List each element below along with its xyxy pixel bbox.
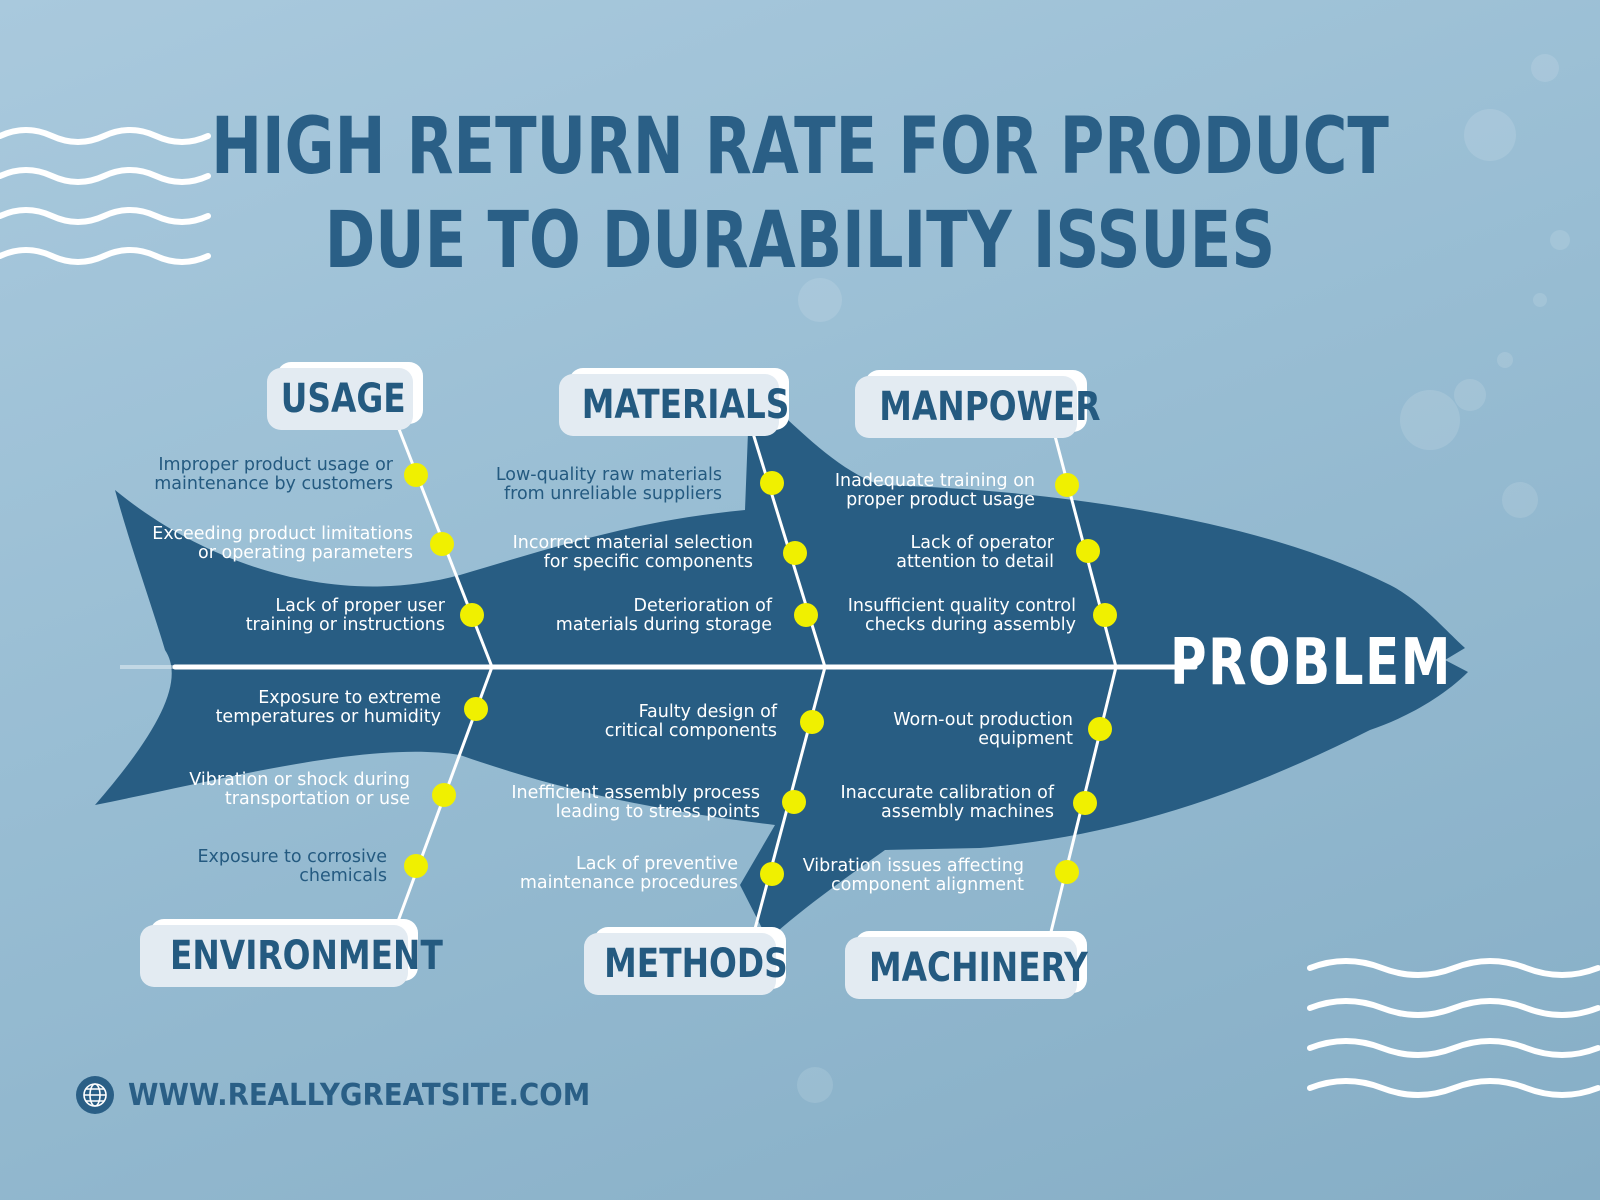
- fish-bones: [395, 423, 1118, 941]
- problem-label: PROBLEM: [1170, 626, 1453, 700]
- cause-dot: [460, 603, 484, 627]
- cause-text: Vibration issues affecting component ali…: [802, 856, 1024, 895]
- cause-text: Inefficient assembly process leading to …: [511, 783, 760, 822]
- wave-decoration-bottom-right: [1307, 958, 1600, 1098]
- cause-dot: [1055, 473, 1079, 497]
- cause-text: Lack of preventive maintenance procedure…: [519, 854, 738, 893]
- cause-text: Exceeding product limitations or operati…: [152, 524, 413, 563]
- page-title-line-2: DUE TO DURABILITY ISSUES: [324, 196, 1276, 286]
- cause-dot: [430, 532, 454, 556]
- cause-text: Insufficient quality control checks duri…: [847, 596, 1076, 635]
- bubble-decoration: [797, 54, 1570, 1103]
- category-label-environment: ENVIRONMENT: [140, 925, 443, 987]
- category-label-manpower: MANPOWER: [855, 376, 1101, 438]
- cause-text: Incorrect material selection for specifi…: [512, 533, 753, 572]
- cause-dot: [1088, 717, 1112, 741]
- category-text: USAGE: [280, 376, 406, 422]
- category-text: MANPOWER: [879, 384, 1101, 430]
- cause-dot: [1076, 539, 1100, 563]
- cause-dots: [404, 463, 1117, 886]
- cause-text: Lack of proper user training or instruct…: [245, 596, 445, 635]
- cause-text: Exposure to corrosive chemicals: [197, 847, 387, 886]
- cause-text: Exposure to extreme temperatures or humi…: [215, 688, 441, 727]
- cause-dot: [760, 862, 784, 886]
- category-text: ENVIRONMENT: [169, 933, 443, 979]
- page-title-line-1: HIGH RETURN RATE FOR PRODUCT: [211, 102, 1389, 192]
- category-label-machinery: MACHINERY: [845, 937, 1088, 999]
- cause-text: Worn-out production equipment: [893, 710, 1073, 749]
- category-label-methods: METHODS: [584, 933, 788, 995]
- cause-dot: [1055, 860, 1079, 884]
- cause-text: Vibration or shock during transportation…: [189, 770, 410, 809]
- fish-silhouette: [95, 408, 1468, 940]
- cause-dot: [760, 471, 784, 495]
- category-text: MACHINERY: [869, 945, 1088, 991]
- cause-text: Lack of operator attention to detail: [896, 533, 1054, 572]
- globe-icon: [76, 1076, 114, 1114]
- cause-text: Low-quality raw materials from unreliabl…: [495, 465, 722, 504]
- cause-text: Improper product usage or maintenance by…: [154, 455, 393, 494]
- cause-dot: [794, 603, 818, 627]
- cause-dot: [404, 854, 428, 878]
- cause-text: Deterioration of materials during storag…: [555, 596, 772, 635]
- cause-text: Inadequate training on proper product us…: [834, 471, 1035, 510]
- website-link[interactable]: WWW.REALLYGREATSITE.COM: [128, 1078, 591, 1113]
- cause-dot: [1073, 791, 1097, 815]
- category-label-usage: USAGE: [267, 368, 413, 430]
- cause-dot: [1093, 603, 1117, 627]
- cause-text: Inaccurate calibration of assembly machi…: [840, 783, 1054, 822]
- wave-decoration-top-left: [0, 127, 211, 265]
- cause-dot: [782, 790, 806, 814]
- category-text: MATERIALS: [581, 382, 790, 428]
- category-text: METHODS: [604, 941, 788, 987]
- cause-dot: [464, 697, 488, 721]
- cause-dot: [432, 783, 456, 807]
- cause-dot: [783, 541, 807, 565]
- cause-dot: [404, 463, 428, 487]
- cause-text: Faulty design of critical components: [604, 702, 777, 741]
- cause-dot: [800, 710, 824, 734]
- category-label-materials: MATERIALS: [559, 374, 789, 436]
